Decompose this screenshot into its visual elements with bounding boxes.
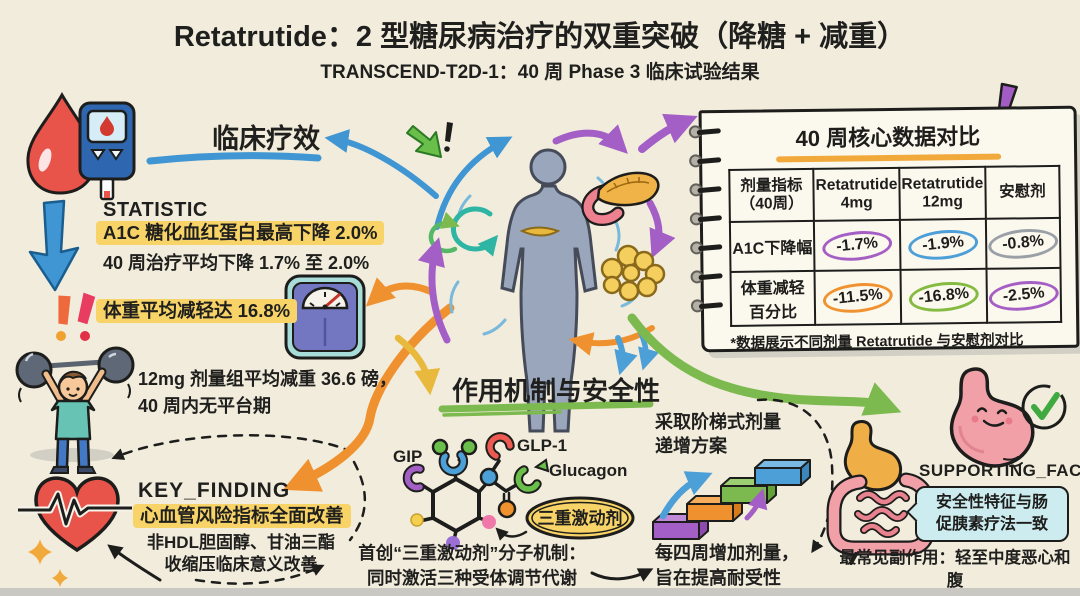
value-oval: -0.8% bbox=[986, 225, 1060, 262]
page-title: Retatrutide：2 型糖尿病治疗的双重突破（降糖 + 减重） bbox=[173, 21, 907, 53]
gip-label: GIP bbox=[393, 447, 423, 466]
row-metric-weight: 体重减轻 百分比 bbox=[730, 270, 816, 326]
orange-arrow-left bbox=[568, 325, 655, 356]
weightlifter-illustration bbox=[15, 346, 135, 474]
arrow-to-titration-note bbox=[590, 568, 654, 582]
col-header-metric: 剂量指标 （40周） bbox=[729, 168, 814, 222]
green-arrow-icon bbox=[406, 122, 453, 158]
down-arrow-icon bbox=[28, 199, 80, 292]
page-subtitle: TRANSCEND-T2D-1：40 周 Phase 3 临床试验结果 bbox=[320, 62, 760, 83]
arrow-to-scale bbox=[365, 277, 436, 307]
speed-lines bbox=[449, 176, 642, 336]
table-row: 体重减轻 百分比 -11.5% -16.8% -2.5% bbox=[730, 267, 1062, 326]
value-oval: -1.9% bbox=[906, 226, 980, 263]
table-title-underline bbox=[775, 153, 1001, 163]
sparkle-icons bbox=[28, 539, 68, 587]
checkmark-icon bbox=[1021, 384, 1067, 430]
blue-arrow-down-2 bbox=[638, 330, 660, 371]
yellow-arrow-to-heading bbox=[394, 334, 441, 396]
safety-bubble: 安全性特征与肠 促胰素疗法一致 bbox=[915, 486, 1069, 542]
weight-detail: 12mg 剂量组平均减重 36.6 磅， 40 周内无平台期 bbox=[138, 369, 398, 416]
value-oval: -16.8% bbox=[907, 278, 981, 315]
value-oval: -1.7% bbox=[820, 227, 894, 264]
blood-glucose-icon bbox=[26, 92, 136, 201]
spiral-binding bbox=[688, 125, 724, 313]
intestines-icon bbox=[826, 420, 936, 565]
a1c-detail: 40 周治疗平均下降 1.7% 至 2.0% bbox=[103, 253, 370, 273]
triple-agonist-label: 三重激动剂 bbox=[537, 509, 623, 528]
mechanism-detail: 首创“三重激动剂”分子机制： 同时激活三种受体调节代谢 bbox=[358, 543, 586, 588]
pancreas-icon bbox=[581, 171, 660, 226]
data-comparison-table: 40 周核心数据对比 剂量指标 （40周） Retatrutide 4mg Re… bbox=[688, 105, 1080, 353]
dose-staircase-icon bbox=[652, 459, 811, 540]
supporting-fact-label: SUPPORTING_FACT bbox=[919, 461, 1080, 480]
glp1-label: GLP-1 bbox=[517, 436, 568, 455]
heart-ecg-icon bbox=[18, 476, 132, 553]
row-metric-a1c: A1C下降幅 bbox=[729, 220, 815, 272]
weight-scale-icon bbox=[284, 274, 366, 360]
blue-arrow-down-1 bbox=[614, 335, 638, 376]
col-header-4mg: Retatrutide 4mg bbox=[813, 167, 900, 221]
glucagon-label: Glucagon bbox=[549, 461, 628, 480]
key-finding-label: KEY_FINDING bbox=[138, 479, 291, 502]
titration-detail: 每四周增加剂量， 旨在提高耐受性 bbox=[655, 543, 799, 589]
titration-plan: 采取阶梯式剂量 递增方案 bbox=[655, 412, 781, 457]
fat-cells-icon bbox=[600, 244, 666, 302]
double-exclamation-icon bbox=[56, 292, 96, 341]
table-footnote: *数据展示不同剂量 Retatrutide 与安慰剂对比 bbox=[730, 332, 1024, 352]
key-finding-highlight: 心血管风险指标全面改善 bbox=[133, 504, 351, 528]
happy-stomach-icon bbox=[949, 367, 1035, 468]
table-header-row: 剂量指标 （40周） Retatrutide 4mg Retatrutide 1… bbox=[729, 165, 1060, 222]
purple-arrows bbox=[417, 113, 698, 344]
col-header-placebo: 安慰剂 bbox=[985, 165, 1060, 219]
cycle-arrows-icon bbox=[428, 206, 499, 257]
weight-highlight: 体重平均减轻达 16.8% bbox=[96, 299, 298, 323]
clinical-efficacy-heading: 临床疗效 bbox=[212, 124, 320, 154]
a1c-highlight: A1C 糖化血红蛋白最高下降 2.0% bbox=[96, 221, 385, 245]
table-title: 40 周核心数据对比 bbox=[795, 123, 981, 152]
key-finding-detail: 非HDL胆固醇、甘油三酯 收缩压临床意义改善 bbox=[147, 533, 335, 574]
value-oval: -11.5% bbox=[821, 279, 895, 316]
mechanism-heading: 作用机制与安全性 bbox=[452, 376, 661, 406]
comparison-grid: 剂量指标 （40周） Retatrutide 4mg Retatrutide 1… bbox=[728, 165, 1062, 327]
value-oval: -2.5% bbox=[987, 277, 1061, 314]
col-header-12mg: Retatrutide 12mg bbox=[899, 166, 986, 220]
table-row: A1C下降幅 -1.7% -1.9% -0.8% bbox=[729, 217, 1061, 272]
statistic-label: STATISTIC bbox=[103, 199, 208, 221]
bottom-edge bbox=[0, 588, 1080, 596]
pancreas-in-body bbox=[519, 226, 561, 237]
